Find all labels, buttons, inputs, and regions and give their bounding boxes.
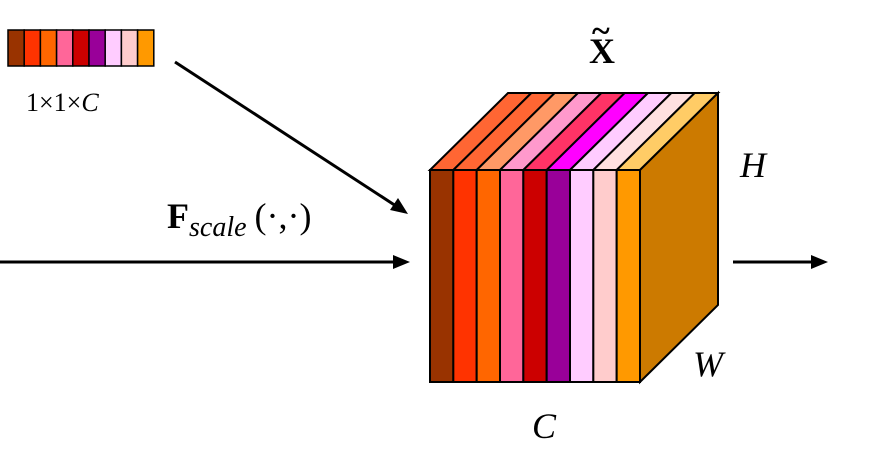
output-arrow-head [811, 255, 828, 269]
vector-arrow-line [174, 60, 397, 208]
channel-slice [569, 169, 595, 383]
scale-operation-label: Fscale(·,·) [167, 196, 312, 243]
tilde-mark: ~ [592, 13, 610, 50]
vector-cell [104, 29, 123, 67]
vector-cell [23, 29, 42, 67]
vector-cell [7, 29, 25, 67]
channel-weight-vector [7, 29, 155, 67]
channel-slice [522, 169, 548, 383]
channel-slice [592, 169, 618, 383]
vector-cell [39, 29, 58, 67]
cube-side-face [639, 90, 719, 385]
vector-dimension-label: 1×1×C [26, 88, 99, 117]
width-label: W [693, 344, 723, 384]
height-label: H [740, 145, 766, 185]
channel-slice [499, 169, 525, 383]
input-arrow-head [393, 255, 410, 269]
vector-arrow-head [390, 198, 408, 214]
output-tensor-label: ~ X [589, 13, 615, 71]
channel-slice [429, 169, 455, 383]
cube-front-face [429, 169, 642, 383]
vector-cell [120, 29, 139, 67]
channel-label: C [532, 406, 557, 446]
cube-top-face [427, 92, 721, 171]
vector-cell [55, 29, 74, 67]
channel-slice [475, 169, 501, 383]
vector-cell [72, 29, 90, 67]
channel-slice [545, 169, 572, 383]
channel-slice [452, 169, 478, 383]
channel-slice [615, 169, 642, 383]
vector-cell [136, 29, 155, 67]
vector-cell [88, 29, 106, 67]
